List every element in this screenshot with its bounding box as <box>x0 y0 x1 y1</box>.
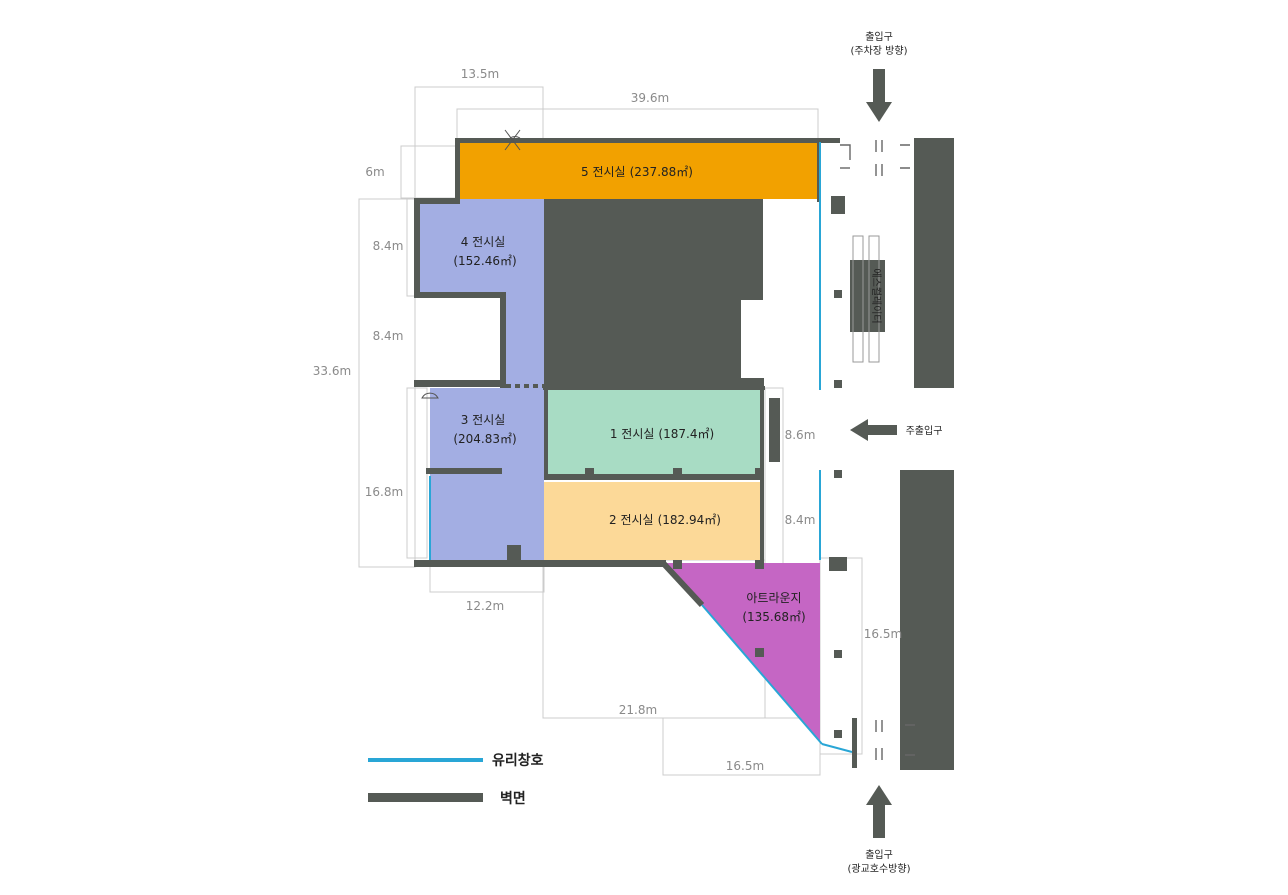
dim-8-6: 8.6m <box>785 428 816 442</box>
arrow-down-icon <box>873 69 885 104</box>
room-2-label: 2 전시실(182.94㎡) <box>609 513 721 527</box>
glass-windows <box>429 142 853 753</box>
escalator-label: 에스컬레이터 <box>870 268 883 323</box>
dim-33-6: 33.6m <box>313 364 351 378</box>
entrance-doors <box>840 140 915 760</box>
room-3-name: 3 전시실 <box>461 413 506 427</box>
room-4-name: 4 전시실 <box>461 235 506 249</box>
dim-21-8: 21.8m <box>619 703 657 717</box>
escalator <box>852 235 880 363</box>
room-3-area: (204.83㎡) <box>453 432 516 446</box>
top-entrance-label: 출입구 <box>865 30 893 43</box>
legend-glass-label: 유리창호 <box>492 752 544 769</box>
dim-12-2: 12.2m <box>466 599 504 613</box>
arrow-left-icon <box>865 425 897 435</box>
art-lounge-area: (135.68㎡) <box>742 610 805 624</box>
dim-8-4-c: 8.4m <box>785 513 816 527</box>
core-block <box>544 199 763 388</box>
room-2 <box>544 482 763 560</box>
dim-8-4-b: 8.4m <box>373 329 404 343</box>
dim-39-6: 39.6m <box>631 91 669 105</box>
dim-16-8: 16.8m <box>365 485 403 499</box>
bottom-entrance-label: 출입구 <box>865 848 893 861</box>
legend-wall-swatch <box>368 793 483 802</box>
dim-8-4-a: 8.4m <box>373 239 404 253</box>
room-1 <box>547 390 763 477</box>
room-5 <box>457 142 819 199</box>
room-5-label: 5 전시실(237.88㎡) <box>581 165 693 179</box>
room-4-area: (152.46㎡) <box>453 254 516 268</box>
art-lounge-name: 아트라운지 <box>746 591 801 605</box>
main-entrance-label: 주출입구 <box>906 424 943 437</box>
legend-wall-label: 벽면 <box>500 790 526 807</box>
arrows <box>850 69 897 838</box>
dim-16-5-a: 16.5m <box>864 627 902 641</box>
door-symbols <box>421 129 521 399</box>
dim-16-5-b: 16.5m <box>726 759 764 773</box>
room-1-label: 1 전시실(187.4㎡) <box>610 427 714 441</box>
diagonal-wall <box>661 561 705 608</box>
top-entrance-sub: (주차장 방향) <box>851 45 908 57</box>
dim-6: 6m <box>365 165 384 179</box>
walls <box>414 138 954 770</box>
arrow-up-icon <box>873 803 885 838</box>
bottom-entrance-sub: (광교호수방향) <box>847 863 910 875</box>
dim-13-5: 13.5m <box>461 67 499 81</box>
